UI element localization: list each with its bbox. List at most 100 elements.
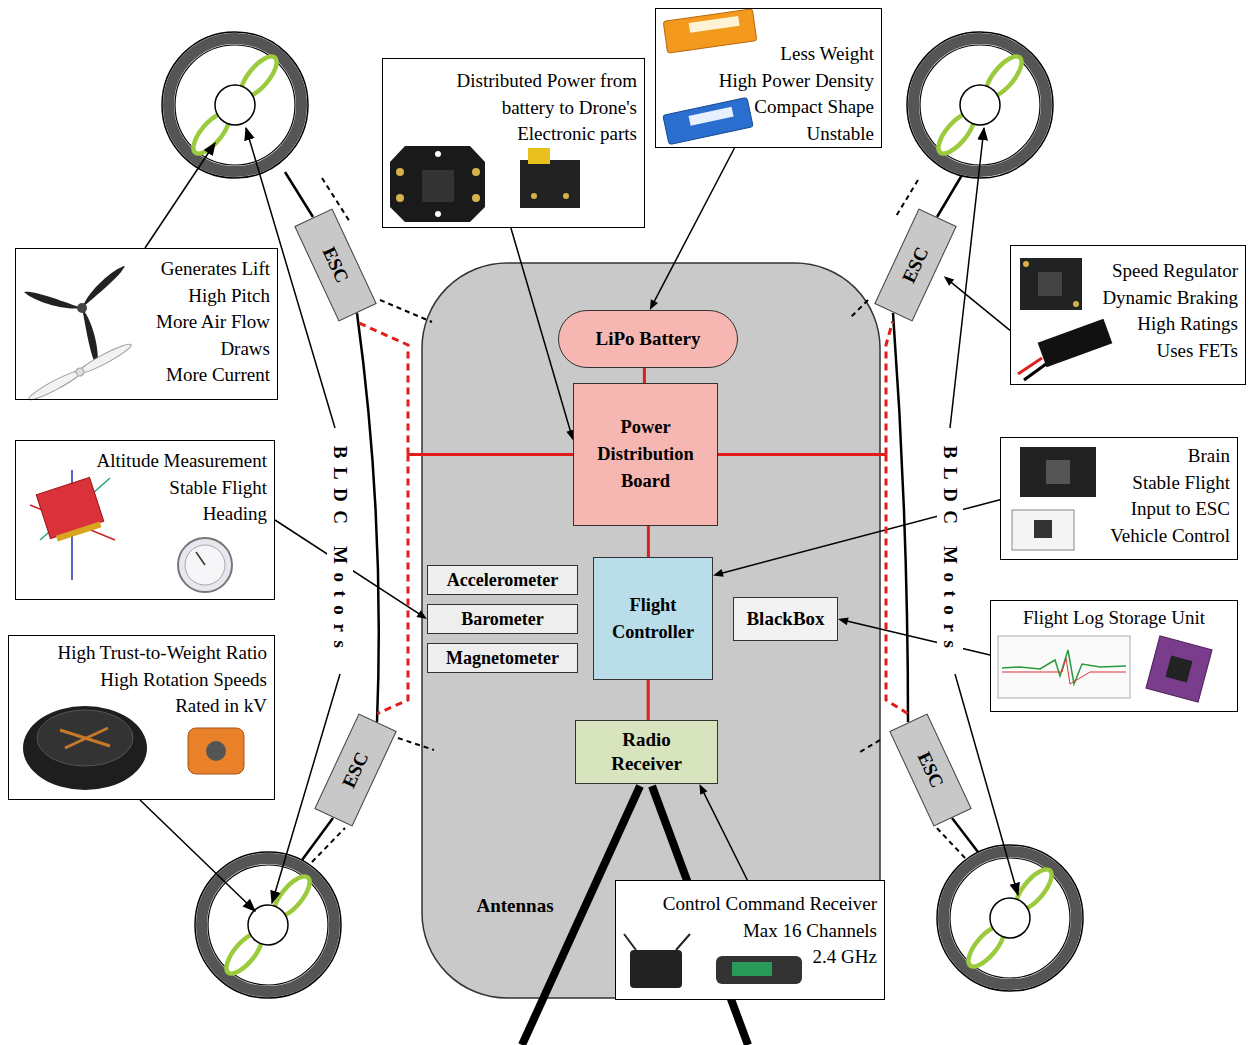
callout-text: Stable Flight	[16, 475, 267, 502]
part-label: Antennas	[476, 895, 553, 917]
leader-arrow	[145, 143, 215, 248]
arm-dashed	[895, 180, 918, 218]
board	[1012, 510, 1074, 550]
callout-text: Stable Flight	[1001, 470, 1230, 497]
callout-ground	[615, 880, 885, 1000]
arm-line	[302, 818, 333, 860]
callout-text: Max 16 Channels	[616, 918, 877, 945]
callout-text: High Ratings	[1011, 311, 1238, 338]
box-label: Radio Receiver	[592, 728, 702, 776]
pad	[531, 193, 537, 199]
connector-line	[846, 621, 990, 655]
pad	[1023, 261, 1029, 267]
rotor	[907, 32, 1053, 178]
callout-text: Flight Log Storage Unit	[991, 605, 1237, 632]
blade	[76, 341, 133, 377]
box-label: ESC	[336, 748, 373, 792]
motor-detail	[60, 728, 110, 748]
callout-text: Rated in kV	[9, 693, 267, 720]
power-wire	[644, 368, 645, 383]
pdb-picture	[390, 146, 580, 222]
wire-solid	[718, 453, 886, 456]
arm-line	[357, 313, 379, 722]
callout-text: Input to ESC	[1001, 496, 1230, 523]
connector-line	[647, 680, 650, 720]
power-wire	[718, 322, 893, 455]
wire-dashed	[886, 455, 908, 714]
box-label: Power Distribution Board	[574, 414, 717, 495]
pins	[56, 522, 102, 542]
esc-box: ESC	[889, 714, 971, 827]
callout-text: Uses FETs	[1011, 338, 1238, 365]
receiver	[630, 950, 682, 988]
callout-text: High Rotation Speeds	[9, 667, 267, 694]
battery-pack	[663, 9, 757, 53]
board	[1020, 258, 1082, 310]
box-label: Accelerometer	[447, 568, 559, 592]
box-label: Barometer	[461, 607, 544, 631]
connector-line	[950, 281, 1010, 330]
arm-dashed	[850, 300, 868, 318]
wire-solid	[408, 453, 573, 456]
callout-text: Heading	[16, 501, 267, 528]
callout-text: Speed Regulator	[1011, 258, 1238, 285]
arrow-head	[713, 569, 724, 577]
log-picture	[998, 636, 1212, 702]
motor-shaft	[206, 741, 226, 761]
battery-sticker	[689, 107, 734, 126]
blade	[27, 367, 84, 403]
callout-text: Draws	[16, 336, 270, 363]
power-wire	[718, 455, 908, 714]
motor-picture	[23, 706, 244, 790]
callout-box: Less WeightHigh Power DensityCompact Sha…	[655, 8, 882, 148]
propeller-picture	[27, 341, 134, 403]
callout-box: BrainStable FlightInput to ESCVehicle Co…	[1000, 437, 1238, 560]
power-wire	[377, 455, 573, 714]
pdb-box: Power Distribution Board	[573, 383, 718, 526]
chip	[1146, 636, 1212, 702]
receiver	[716, 956, 802, 984]
connector-line	[643, 368, 646, 383]
arrow-head	[416, 610, 427, 619]
arrow-head	[699, 784, 707, 795]
arm-dashed	[860, 740, 880, 752]
box-label: Magnetometer	[446, 646, 559, 670]
callout-box: High Trust-to-Weight RatioHigh Rotation …	[8, 635, 275, 800]
wire-dashed	[886, 322, 893, 455]
wire-dashed	[377, 455, 408, 714]
box-label: ESC	[896, 243, 933, 287]
callout-text: Less Weight	[656, 41, 874, 68]
esc-picture	[1018, 258, 1112, 380]
trace	[1002, 658, 1126, 684]
blade	[82, 258, 125, 317]
callout-text: Altitude Measurement	[16, 448, 267, 475]
receiver-box: Radio Receiver	[575, 720, 718, 784]
leader-arrow	[955, 674, 1018, 895]
arm-line	[285, 172, 313, 217]
wire	[1024, 364, 1046, 380]
battery-sticker	[689, 16, 740, 33]
dial	[178, 538, 232, 592]
connector-line	[647, 526, 650, 557]
leader-arrow	[140, 800, 255, 911]
callout-arrow	[699, 784, 747, 880]
box-label: Flight Controller	[594, 592, 712, 646]
callout-box: Speed RegulatorDynamic BrakingHigh Ratin…	[1010, 245, 1246, 385]
pad	[1073, 301, 1079, 307]
propeller-picture	[24, 258, 125, 367]
arrow-head	[650, 299, 658, 310]
wire	[1018, 358, 1042, 374]
arm-line	[893, 313, 908, 722]
hub	[77, 303, 87, 313]
chip	[1034, 520, 1052, 538]
arm-dashed	[398, 738, 434, 750]
callout-arrow	[650, 148, 735, 310]
power-wire	[356, 322, 573, 455]
callout-box: Control Command ReceiverMax 16 Channels2…	[615, 880, 885, 1000]
callout-box: Distributed Power from battery to Drone'…	[382, 58, 645, 228]
sensor-picture	[30, 470, 115, 580]
blade	[24, 292, 82, 309]
pad	[396, 194, 404, 202]
esc-box: ESC	[874, 209, 956, 322]
